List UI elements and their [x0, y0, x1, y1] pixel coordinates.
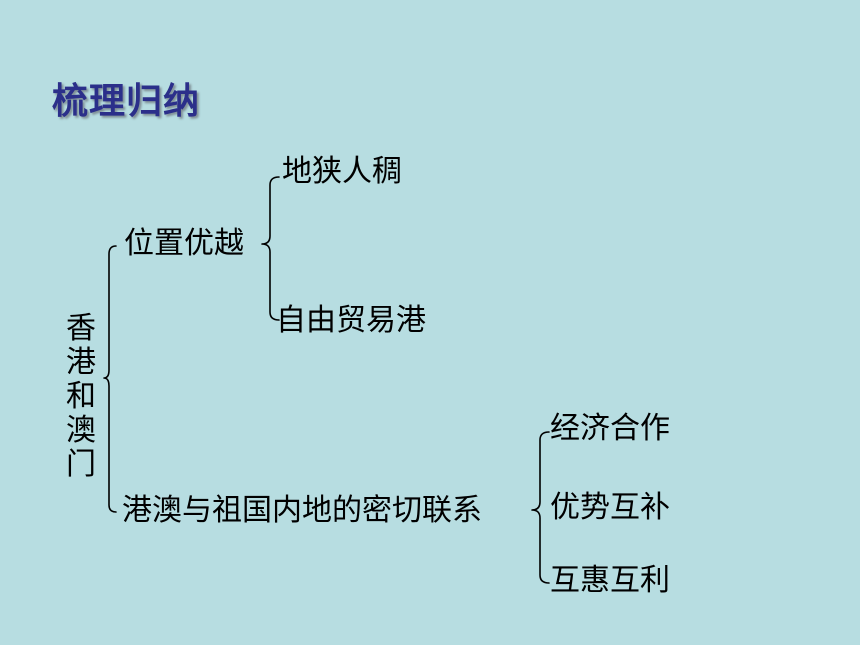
location-brace	[261, 176, 280, 321]
slide-title: 梳理归纳	[52, 81, 201, 122]
root-char: 和	[66, 379, 96, 414]
branch-relations-label: 港澳与祖国内地的密切联系	[122, 493, 482, 528]
location-child-1: 地狭人稠	[282, 154, 402, 189]
root-char: 港	[66, 345, 96, 380]
root-char: 澳	[66, 413, 96, 448]
location-child-2: 自由贸易港	[276, 303, 426, 338]
relations-child-1: 经济合作	[550, 411, 670, 446]
relations-child-3: 互惠互利	[550, 563, 670, 598]
root-brace	[103, 245, 117, 513]
root-char: 香	[66, 311, 96, 346]
branch-location-label: 位置优越	[124, 226, 244, 261]
root-char: 门	[66, 447, 96, 482]
root-node: 香 港 和 澳 门	[64, 312, 98, 482]
relations-brace	[531, 431, 550, 584]
relations-child-2: 优势互补	[550, 490, 670, 525]
